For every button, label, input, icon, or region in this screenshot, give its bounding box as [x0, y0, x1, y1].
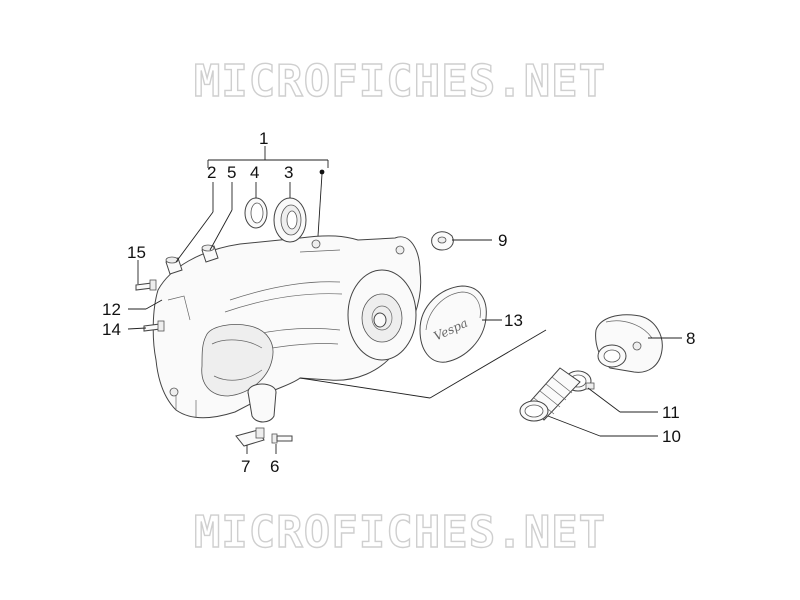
screw-6 — [271, 433, 293, 444]
dowel-pin-5 — [201, 244, 219, 263]
callout-12: 12 — [102, 300, 121, 319]
callout-3: 3 — [284, 163, 293, 182]
leader-lines — [127, 146, 682, 454]
callout-7: 7 — [241, 457, 250, 476]
callout-14: 14 — [102, 320, 121, 339]
callout-8: 8 — [686, 329, 695, 348]
watermark-bottom: MICROFICHES.NET — [193, 506, 607, 558]
bracket-7 — [235, 427, 265, 447]
air-duct-8 — [595, 314, 663, 373]
callout-11: 11 — [662, 403, 680, 422]
callout-10: 10 — [662, 427, 681, 446]
callout-6: 6 — [270, 457, 279, 476]
callout-1: 1 — [259, 129, 268, 148]
bellows-hose-10 — [519, 367, 581, 422]
callout-13: 13 — [504, 311, 523, 330]
callout-4: 4 — [250, 163, 259, 182]
callout-labels: 1 2 5 4 3 15 12 14 9 13 8 11 10 7 6 — [102, 129, 695, 476]
logo-cover-13: Vespa — [419, 285, 487, 363]
callout-15: 15 — [127, 243, 146, 262]
callout-5: 5 — [227, 163, 236, 182]
bearing-3 — [273, 197, 307, 243]
dowel-pin-2 — [165, 256, 183, 275]
screw-15 — [135, 279, 157, 291]
plug-9 — [431, 231, 454, 251]
callout-9: 9 — [498, 231, 507, 250]
transmission-cover — [152, 235, 422, 423]
watermark-top: MICROFICHES.NET — [193, 55, 607, 107]
screw-14 — [143, 320, 165, 332]
circlip-4 — [244, 197, 268, 229]
callout-2: 2 — [207, 163, 216, 182]
